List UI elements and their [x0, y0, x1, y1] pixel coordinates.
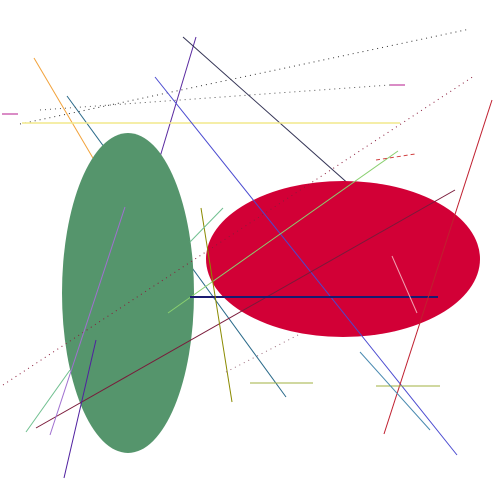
red-right-diagonal-line	[383, 99, 493, 435]
green-ellipse	[62, 133, 194, 453]
violet-line-left	[49, 206, 126, 436]
red-ellipse	[206, 181, 480, 337]
green-short-line	[189, 207, 224, 243]
teal-small-line	[359, 351, 431, 431]
olive-vertical-line	[200, 207, 233, 403]
dotted-line-top-short	[39, 84, 391, 111]
maroon-diagonal-line	[35, 189, 456, 429]
purple-line-top	[159, 36, 197, 158]
blue-diagonal-line	[154, 76, 458, 456]
purple-line-bottom	[63, 339, 97, 479]
light-green-diagonal-line	[167, 150, 399, 314]
small-green-line-left	[25, 369, 71, 433]
pink-short-line	[391, 255, 418, 314]
orange-diagonal-line	[33, 57, 101, 171]
